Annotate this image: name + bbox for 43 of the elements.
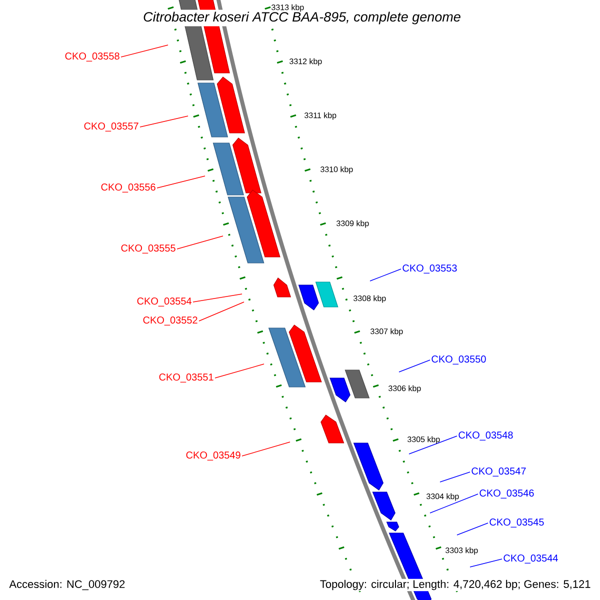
- gene-label: CKO_03546: [480, 490, 534, 498]
- leader-line: [408, 436, 458, 454]
- gene-label: CKO_03551: [159, 374, 214, 382]
- leader-line: [242, 442, 290, 456]
- tick-label: 3312 kbp: [290, 58, 322, 66]
- tick-label: 3311 kbp: [304, 112, 336, 120]
- gene-label: CKO_03552: [143, 316, 198, 326]
- tick-label: 3310 kbp: [320, 166, 353, 174]
- tick-label: 3313 kbp: [272, 4, 304, 12]
- tick-label: 3305 kbp: [408, 436, 440, 444]
- leader-line: [440, 472, 470, 482]
- gene-label: CKO_03558: [65, 52, 120, 62]
- tick-label: 3309 kbp: [336, 220, 369, 228]
- gene-label: CKO_03556: [101, 184, 156, 192]
- leader-line: [470, 558, 502, 568]
- leader-line: [214, 364, 264, 378]
- leader-line: [398, 360, 430, 372]
- accession-text: Accession: NC_009792: [9, 580, 125, 590]
- leader-line: [192, 294, 242, 302]
- leader-line: [156, 176, 206, 188]
- gene-label: CKO_03548: [458, 432, 513, 440]
- gene-label: CKO_03550: [432, 356, 486, 364]
- tick-label: 3306 kbp: [388, 385, 421, 393]
- leader-line: [198, 302, 244, 322]
- gene-label: CKO_03545: [490, 518, 544, 528]
- leader-line: [456, 522, 488, 536]
- leader-line: [120, 44, 168, 58]
- leader-line: [370, 268, 402, 282]
- tick-label: 3304 kbp: [426, 493, 459, 501]
- gene-label: CKO_03555: [121, 244, 176, 254]
- gene-label: CKO_03544: [504, 554, 558, 564]
- tick-label: 3308 kbp: [354, 295, 386, 303]
- tick-label: 3307 kbp: [370, 328, 403, 336]
- gene-label: CKO_03554: [137, 298, 192, 306]
- leader-line: [176, 236, 224, 250]
- gene-label: CKO_03547: [472, 468, 526, 476]
- gene-label: CKO_03549: [186, 452, 240, 460]
- leader-line: [430, 494, 478, 514]
- tick-label: 3303 kbp: [446, 547, 478, 555]
- gene-label: CKO_03553: [402, 264, 457, 274]
- gene-label: CKO_03557: [84, 122, 138, 132]
- genome-info-text: Topology: circular; Length: 4,720,462 bp; Genes: 5,121: [318, 578, 592, 592]
- leader-line: [140, 116, 188, 128]
